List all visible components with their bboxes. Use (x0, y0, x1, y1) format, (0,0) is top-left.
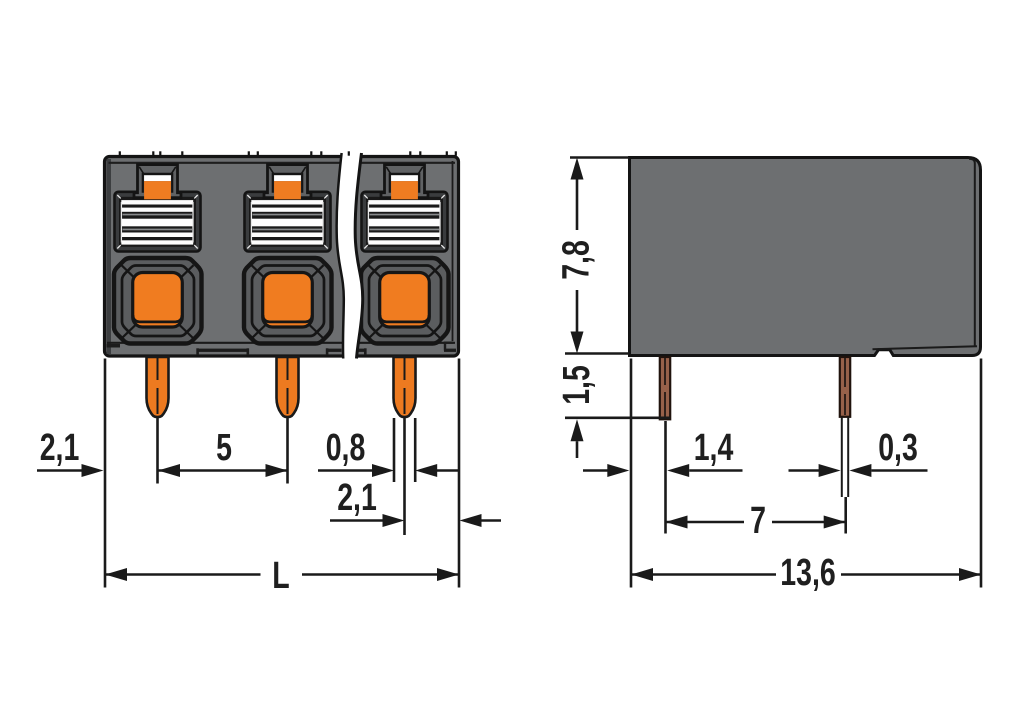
svg-text:1,4: 1,4 (694, 427, 734, 469)
svg-text:L: L (272, 555, 289, 597)
svg-text:7: 7 (750, 500, 766, 542)
svg-text:2,1: 2,1 (40, 427, 80, 469)
svg-text:2,1: 2,1 (337, 477, 377, 519)
svg-text:7,8: 7,8 (556, 240, 598, 280)
svg-text:0,3: 0,3 (878, 427, 918, 469)
svg-text:13,6: 13,6 (780, 552, 835, 594)
svg-text:5: 5 (216, 427, 232, 469)
svg-text:1,5: 1,5 (556, 365, 598, 405)
svg-text:0,8: 0,8 (326, 427, 366, 469)
